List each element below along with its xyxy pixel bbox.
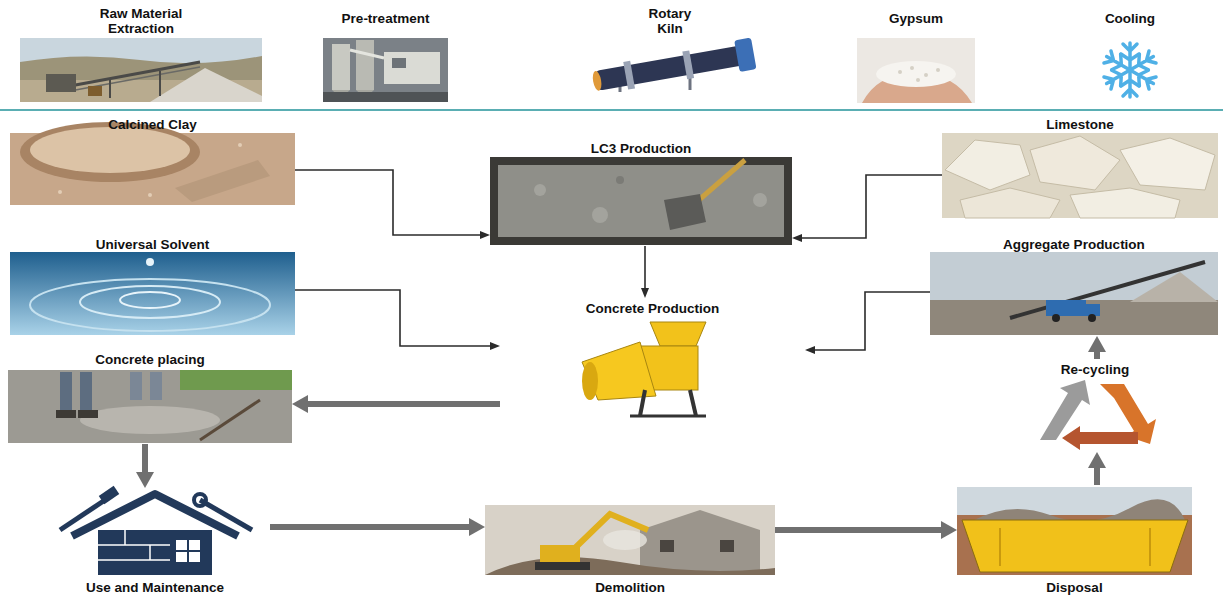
stage-title: Rotary Kiln <box>635 6 705 36</box>
stage-title: Cooling <box>1075 11 1185 26</box>
stage-node: Calcined Clay <box>10 114 295 206</box>
flow-arrow <box>1094 468 1100 485</box>
stage-node: Demolition <box>485 505 775 597</box>
stage-title: Raw Material Extraction <box>81 6 201 36</box>
stage-title: Disposal <box>957 580 1192 595</box>
stage-node: LC3 Production <box>490 138 792 246</box>
stage-node: Limestone <box>942 114 1218 219</box>
demolition-photo <box>485 505 775 575</box>
stage-title: Concrete Production <box>500 301 805 316</box>
water-photo <box>10 252 295 335</box>
stage-node: Universal Solvent <box>10 234 295 336</box>
stage-node: Cooling <box>1075 8 1185 102</box>
flow-arrow <box>142 444 148 472</box>
gypsum-photo <box>857 38 975 103</box>
input-arrow <box>644 246 646 288</box>
calcined-clay-photo <box>10 122 295 205</box>
concrete-mixer-drawing <box>582 322 706 416</box>
stage-node: Concrete Production <box>500 298 805 420</box>
stage-title: Aggregate Production <box>930 237 1218 252</box>
limestone-photo <box>942 133 1218 218</box>
stage-title: Concrete placing <box>8 352 292 367</box>
stage-node: Aggregate Production <box>930 234 1218 336</box>
divider-line <box>0 109 1223 111</box>
placing-photo <box>8 370 292 443</box>
snowflake-icon <box>1102 43 1158 97</box>
flow-arrow <box>775 527 941 533</box>
aggregate-plant-photo <box>930 252 1218 335</box>
stage-title: Re-cycling <box>1010 362 1180 377</box>
stage-node: Pre-treatment <box>323 8 448 103</box>
skip-photo <box>957 487 1192 575</box>
input-arrow <box>815 292 930 350</box>
stage-node: Gypsum <box>857 8 975 104</box>
stage-node: Concrete placing <box>8 349 292 444</box>
stage-title: LC3 Production <box>490 141 792 156</box>
recycle-icon <box>1040 380 1156 450</box>
stage-title: Pre-treatment <box>323 11 448 26</box>
mortar-trough-photo <box>490 157 792 245</box>
house-tools-icon <box>60 486 252 575</box>
flow-arrow <box>1094 352 1100 359</box>
rotary-kiln-drawing <box>590 37 756 97</box>
flow-arrow <box>308 401 500 407</box>
stage-title: Demolition <box>485 580 775 595</box>
quarry-photo <box>20 38 262 102</box>
stage-node: Re-cycling <box>1010 359 1180 452</box>
flow-arrow <box>270 524 469 530</box>
input-arrow <box>802 175 942 238</box>
stage-node: Raw Material Extraction <box>20 3 262 103</box>
stage-title: Calcined Clay <box>10 117 295 132</box>
stage-node: Disposal <box>957 485 1192 597</box>
input-arrow <box>295 170 480 235</box>
stage-title: Gypsum <box>857 11 975 26</box>
stage-node: Rotary Kiln <box>585 3 755 95</box>
plant-photo <box>323 38 448 102</box>
stage-title: Use and Maintenance <box>40 580 270 595</box>
stage-title: Universal Solvent <box>10 237 295 252</box>
stage-title: Limestone <box>942 117 1218 132</box>
stage-node: Use and Maintenance <box>40 488 270 597</box>
input-arrow <box>295 290 490 346</box>
